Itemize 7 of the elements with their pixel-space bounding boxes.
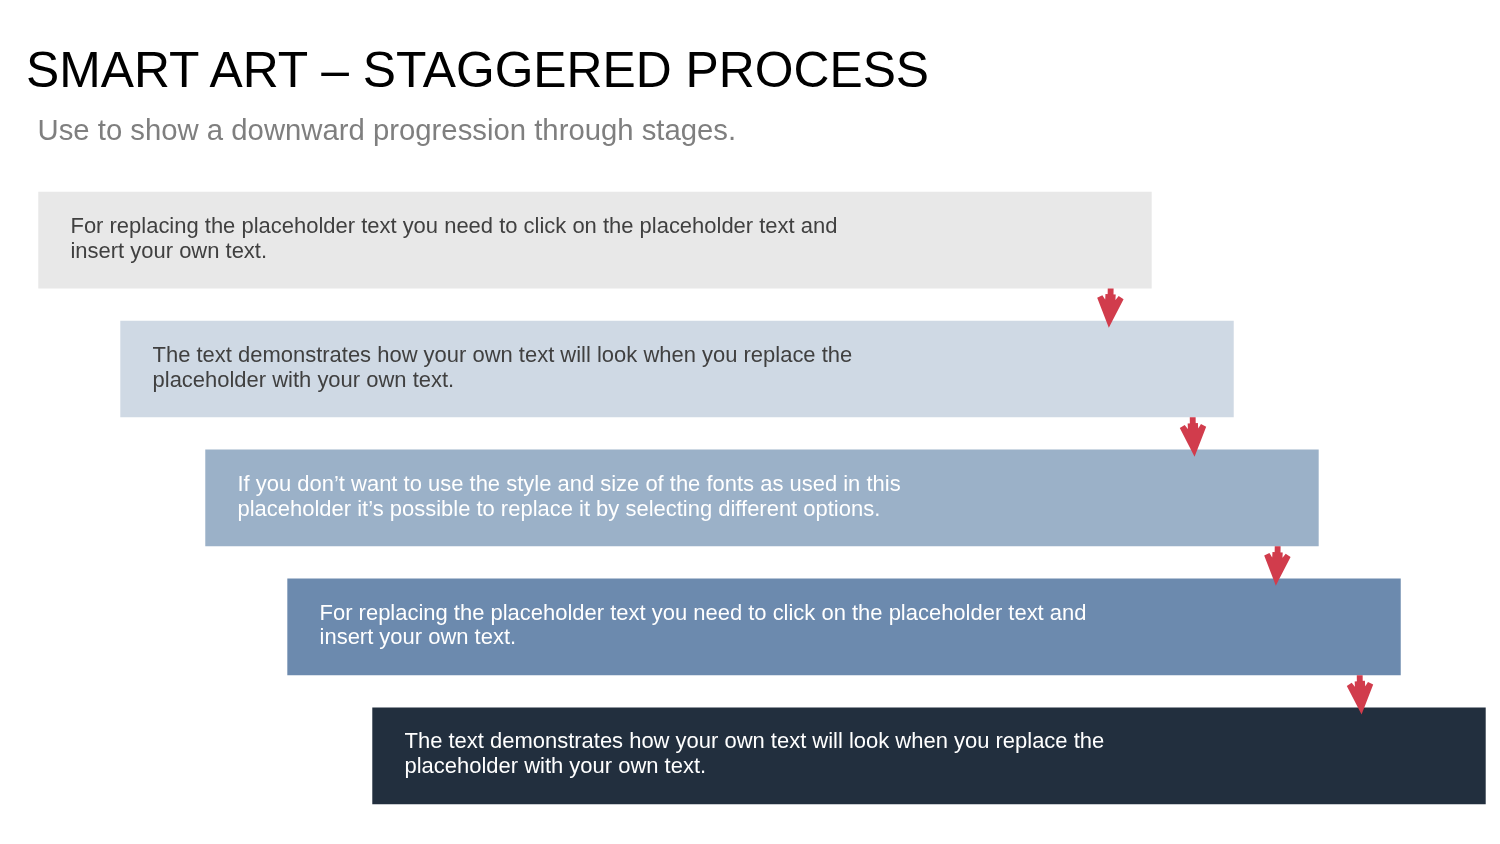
label: Use to show a downward progression through stages. bbox=[37, 112, 737, 146]
node-box: The text demonstrates how your own text will look when you replace the placeholder with your own text. bbox=[120, 320, 1234, 417]
diagram-title: SMART ART – STAGGERED PROCESS bbox=[26, 41, 930, 98]
node-box: For replacing the placeholder text you need to click on the placeholder text and insert your own text. bbox=[287, 578, 1401, 675]
node-box: The text demonstrates how your own text will look when you replace the placeholder with your own text. bbox=[372, 706, 1486, 804]
node-box: For replacing the placeholder text you need to click on the placeholder text and insert your own text. bbox=[38, 191, 1152, 288]
node-box: If you don’t want to use the style and size of the fonts as used in this placeholder it’s possible to replace it by selecting different options. bbox=[205, 449, 1319, 546]
